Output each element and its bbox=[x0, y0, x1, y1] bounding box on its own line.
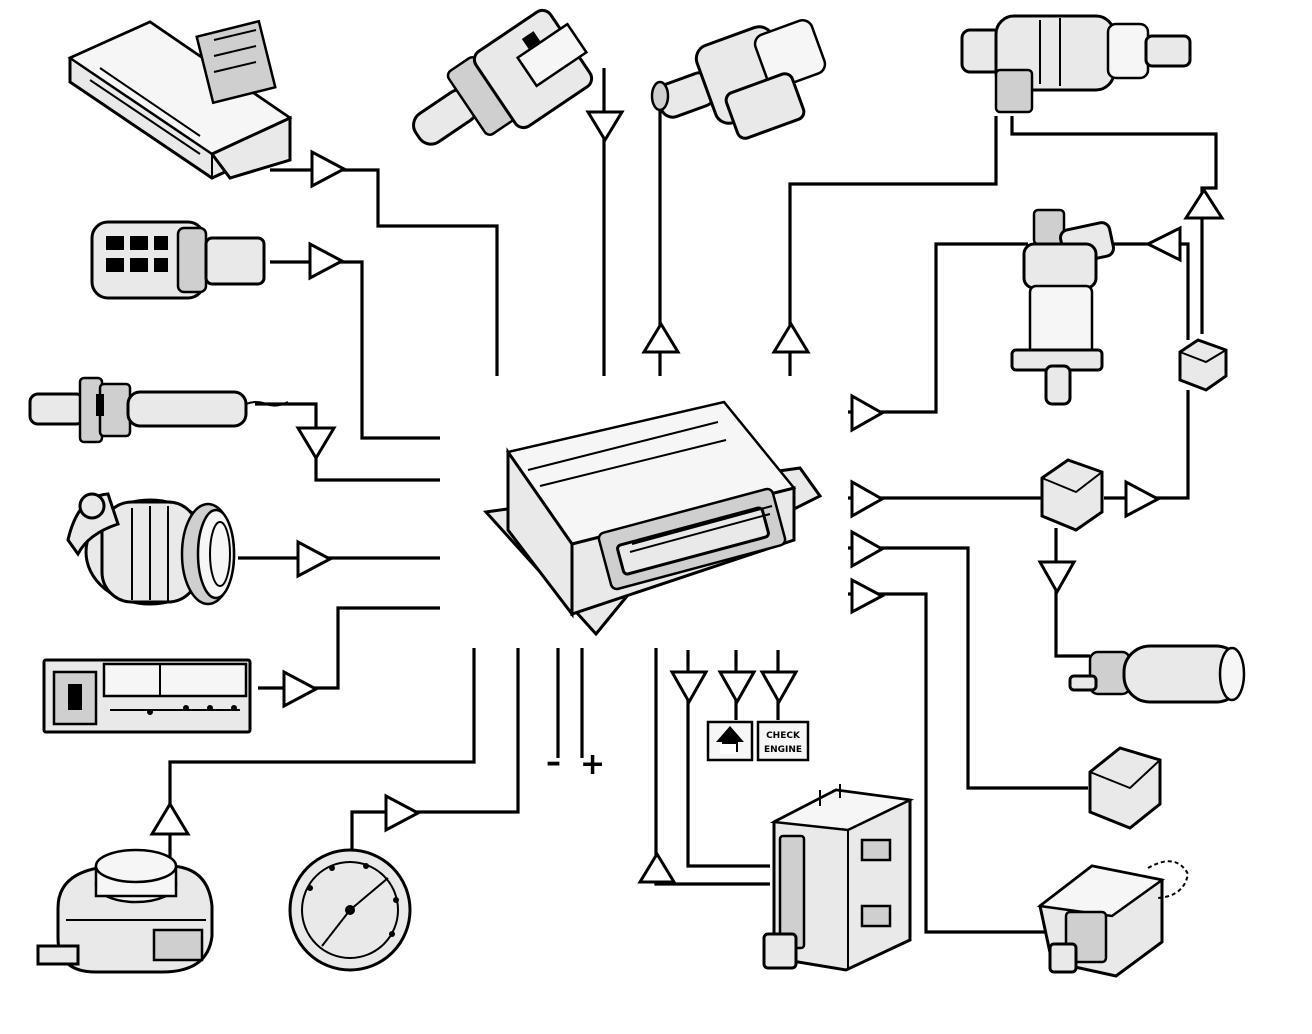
arrow-right-speedo bbox=[384, 793, 422, 833]
wire-speedometer bbox=[350, 648, 520, 852]
ecu-main bbox=[482, 400, 823, 637]
signal-arrows bbox=[149, 110, 1225, 884]
arrow-up-injector-top bbox=[641, 321, 681, 354]
arrow-right-coil bbox=[850, 577, 886, 615]
transmission-module bbox=[762, 784, 915, 972]
arrow-up-relay bbox=[1183, 187, 1225, 220]
throttle-position-sensor bbox=[36, 848, 214, 974]
battery-negative-symbol: – bbox=[546, 745, 561, 780]
arrow-right-relay-low bbox=[850, 529, 886, 569]
arrow-down-coolant bbox=[585, 110, 625, 143]
arrow-right-map bbox=[310, 149, 348, 189]
wire-relay-upper-idle bbox=[1110, 242, 1190, 340]
arrow-right-panel bbox=[282, 669, 320, 709]
arrow-right-knock bbox=[308, 241, 346, 281]
relay-middle bbox=[1040, 458, 1104, 532]
upshift-lamp bbox=[706, 720, 754, 762]
arrow-right-idle bbox=[850, 393, 886, 433]
wire-knock-sensor bbox=[270, 260, 440, 440]
wire-injector-right bbox=[788, 116, 998, 376]
check-engine-label-2: ENGINE bbox=[764, 745, 802, 755]
arrow-right-relay-mid bbox=[850, 479, 886, 519]
arrow-right-relay-chain bbox=[1124, 479, 1162, 519]
wire-map-sensor bbox=[270, 168, 499, 376]
arrow-down-check bbox=[759, 670, 799, 706]
arrow-right-ac bbox=[296, 539, 334, 579]
coolant-temp-sensor bbox=[412, 8, 594, 146]
fuel-pump bbox=[1068, 644, 1246, 704]
wire-trans-2 bbox=[686, 650, 770, 868]
injector-right bbox=[960, 14, 1192, 114]
arrow-down-trans bbox=[669, 670, 709, 706]
knock-sensor bbox=[90, 220, 266, 300]
arrow-up-injector-right bbox=[771, 321, 811, 354]
arrow-up-tps bbox=[149, 801, 191, 836]
wire-fuel-pump bbox=[1054, 528, 1090, 658]
wire-relay-chain bbox=[1104, 390, 1190, 500]
map-sensor bbox=[67, 19, 293, 180]
oxygen-sensor bbox=[28, 376, 289, 444]
relay-upper bbox=[1178, 338, 1228, 392]
arrow-left-idle bbox=[1144, 225, 1182, 263]
check-engine-label-1: CHECK bbox=[766, 731, 801, 741]
wire-relay-lower bbox=[848, 546, 1088, 790]
idle-air-control-valve bbox=[1010, 208, 1115, 406]
climate-control-panel bbox=[42, 658, 252, 734]
fuel-injector-top bbox=[650, 18, 827, 140]
check-engine-lamp: CHECK ENGINE bbox=[756, 720, 810, 762]
battery-terminals: – + bbox=[546, 745, 605, 782]
wire-idle-valve bbox=[848, 242, 1028, 414]
arrow-up-trans bbox=[637, 851, 677, 884]
wire-trans-1 bbox=[654, 648, 770, 886]
ignition-coil bbox=[1036, 860, 1190, 978]
arrow-down-fuel-pump bbox=[1037, 560, 1077, 596]
speedometer bbox=[288, 848, 412, 972]
arrow-down-oxygen bbox=[295, 426, 337, 461]
arrow-down-upshift bbox=[717, 670, 757, 706]
ac-compressor bbox=[66, 492, 236, 606]
wire-ignition-coil bbox=[848, 592, 1046, 934]
relay-lower bbox=[1088, 746, 1162, 830]
wire-oxygen-sensor bbox=[255, 402, 440, 482]
battery-positive-symbol: + bbox=[580, 747, 605, 782]
